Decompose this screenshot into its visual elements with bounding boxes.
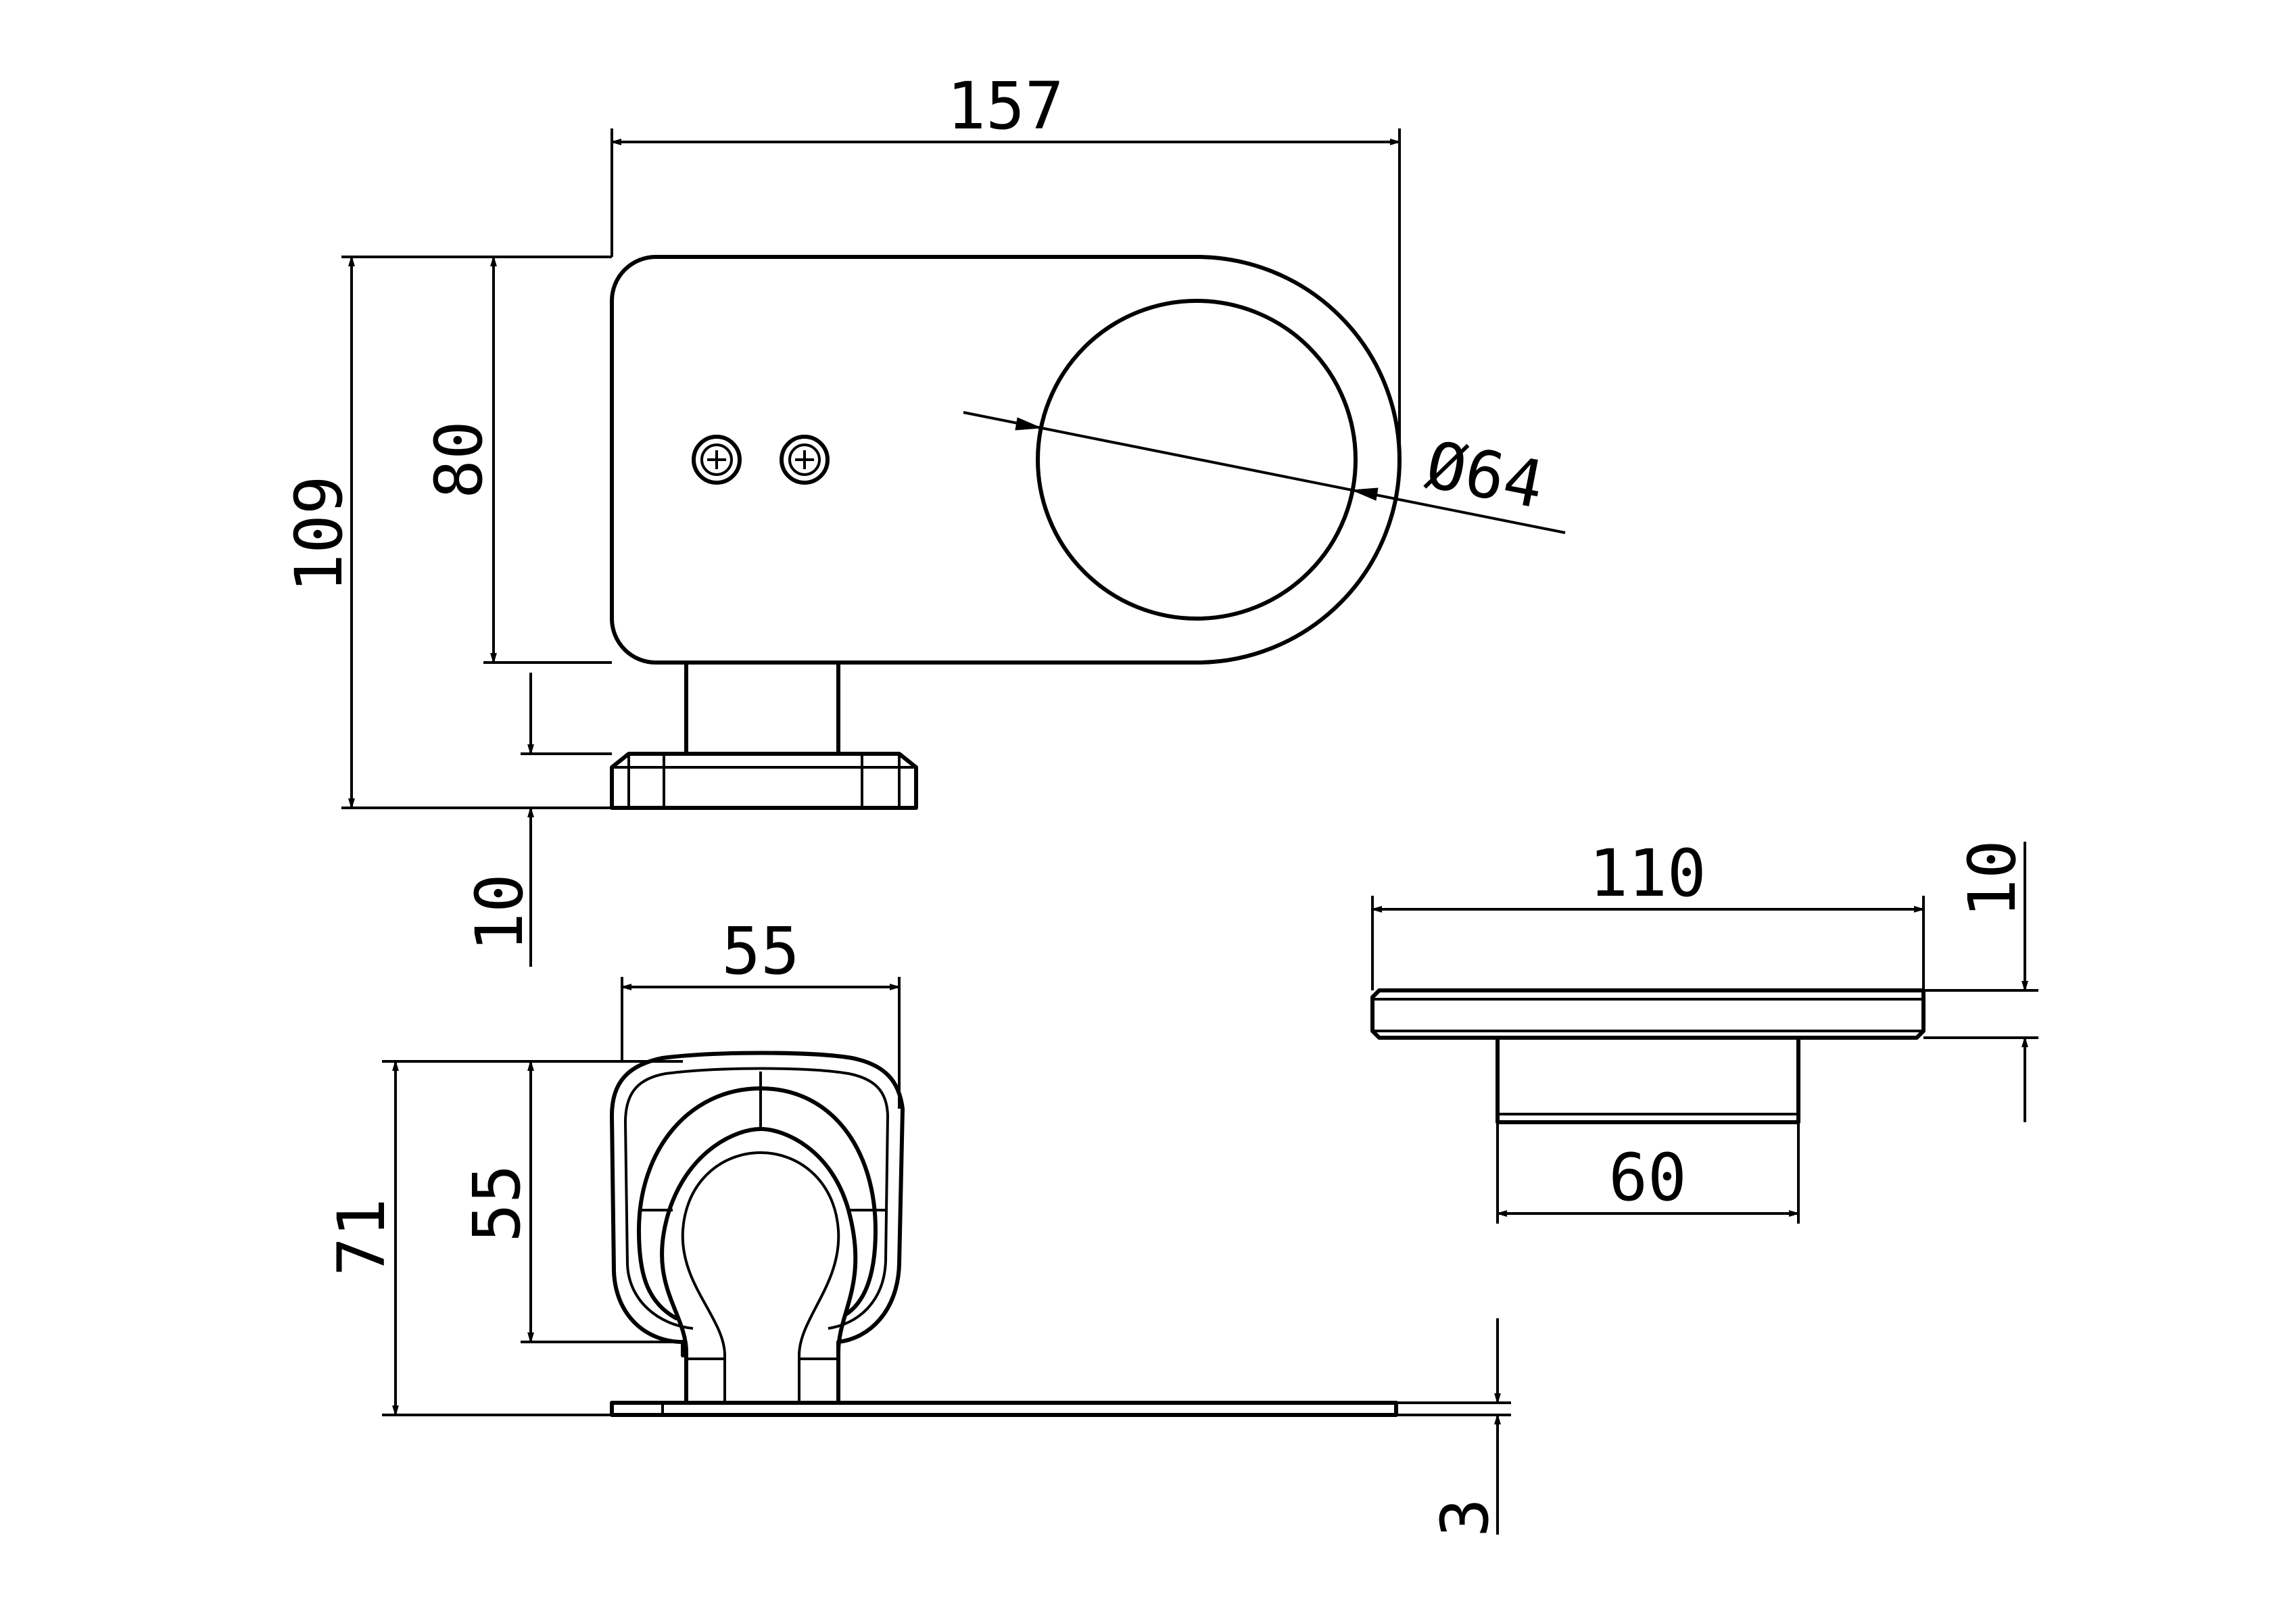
dim-110: 110 [1589, 836, 1706, 911]
dim-109: 109 [281, 475, 357, 592]
screw-right-icon [780, 435, 830, 485]
front-outer-shell [610, 1051, 905, 1357]
front-keyhole [660, 1127, 858, 1405]
dim-55-height: 55 [459, 1164, 535, 1243]
front-view: 55 71 55 3 [324, 913, 1511, 1537]
dim-10-left: 10 [462, 873, 537, 952]
holder-body-outline [610, 255, 1402, 665]
dim-10-right: 10 [1955, 840, 2030, 918]
base-flange [610, 752, 918, 810]
front-plate [610, 1401, 1398, 1417]
cup-hole [1036, 299, 1358, 621]
dim-60: 60 [1608, 1140, 1687, 1216]
dim-71: 71 [324, 1198, 400, 1276]
screw-left-icon [692, 435, 742, 485]
dim-157: 157 [947, 68, 1063, 144]
side-view: 110 10 60 [1370, 836, 2038, 1224]
dim-55-width: 55 [721, 913, 800, 989]
dim-3: 3 [1427, 1498, 1503, 1537]
side-stem [1496, 1036, 1800, 1124]
dim-80: 80 [421, 420, 497, 499]
top-view: 157 109 80 10 Ø64 [281, 68, 1566, 967]
